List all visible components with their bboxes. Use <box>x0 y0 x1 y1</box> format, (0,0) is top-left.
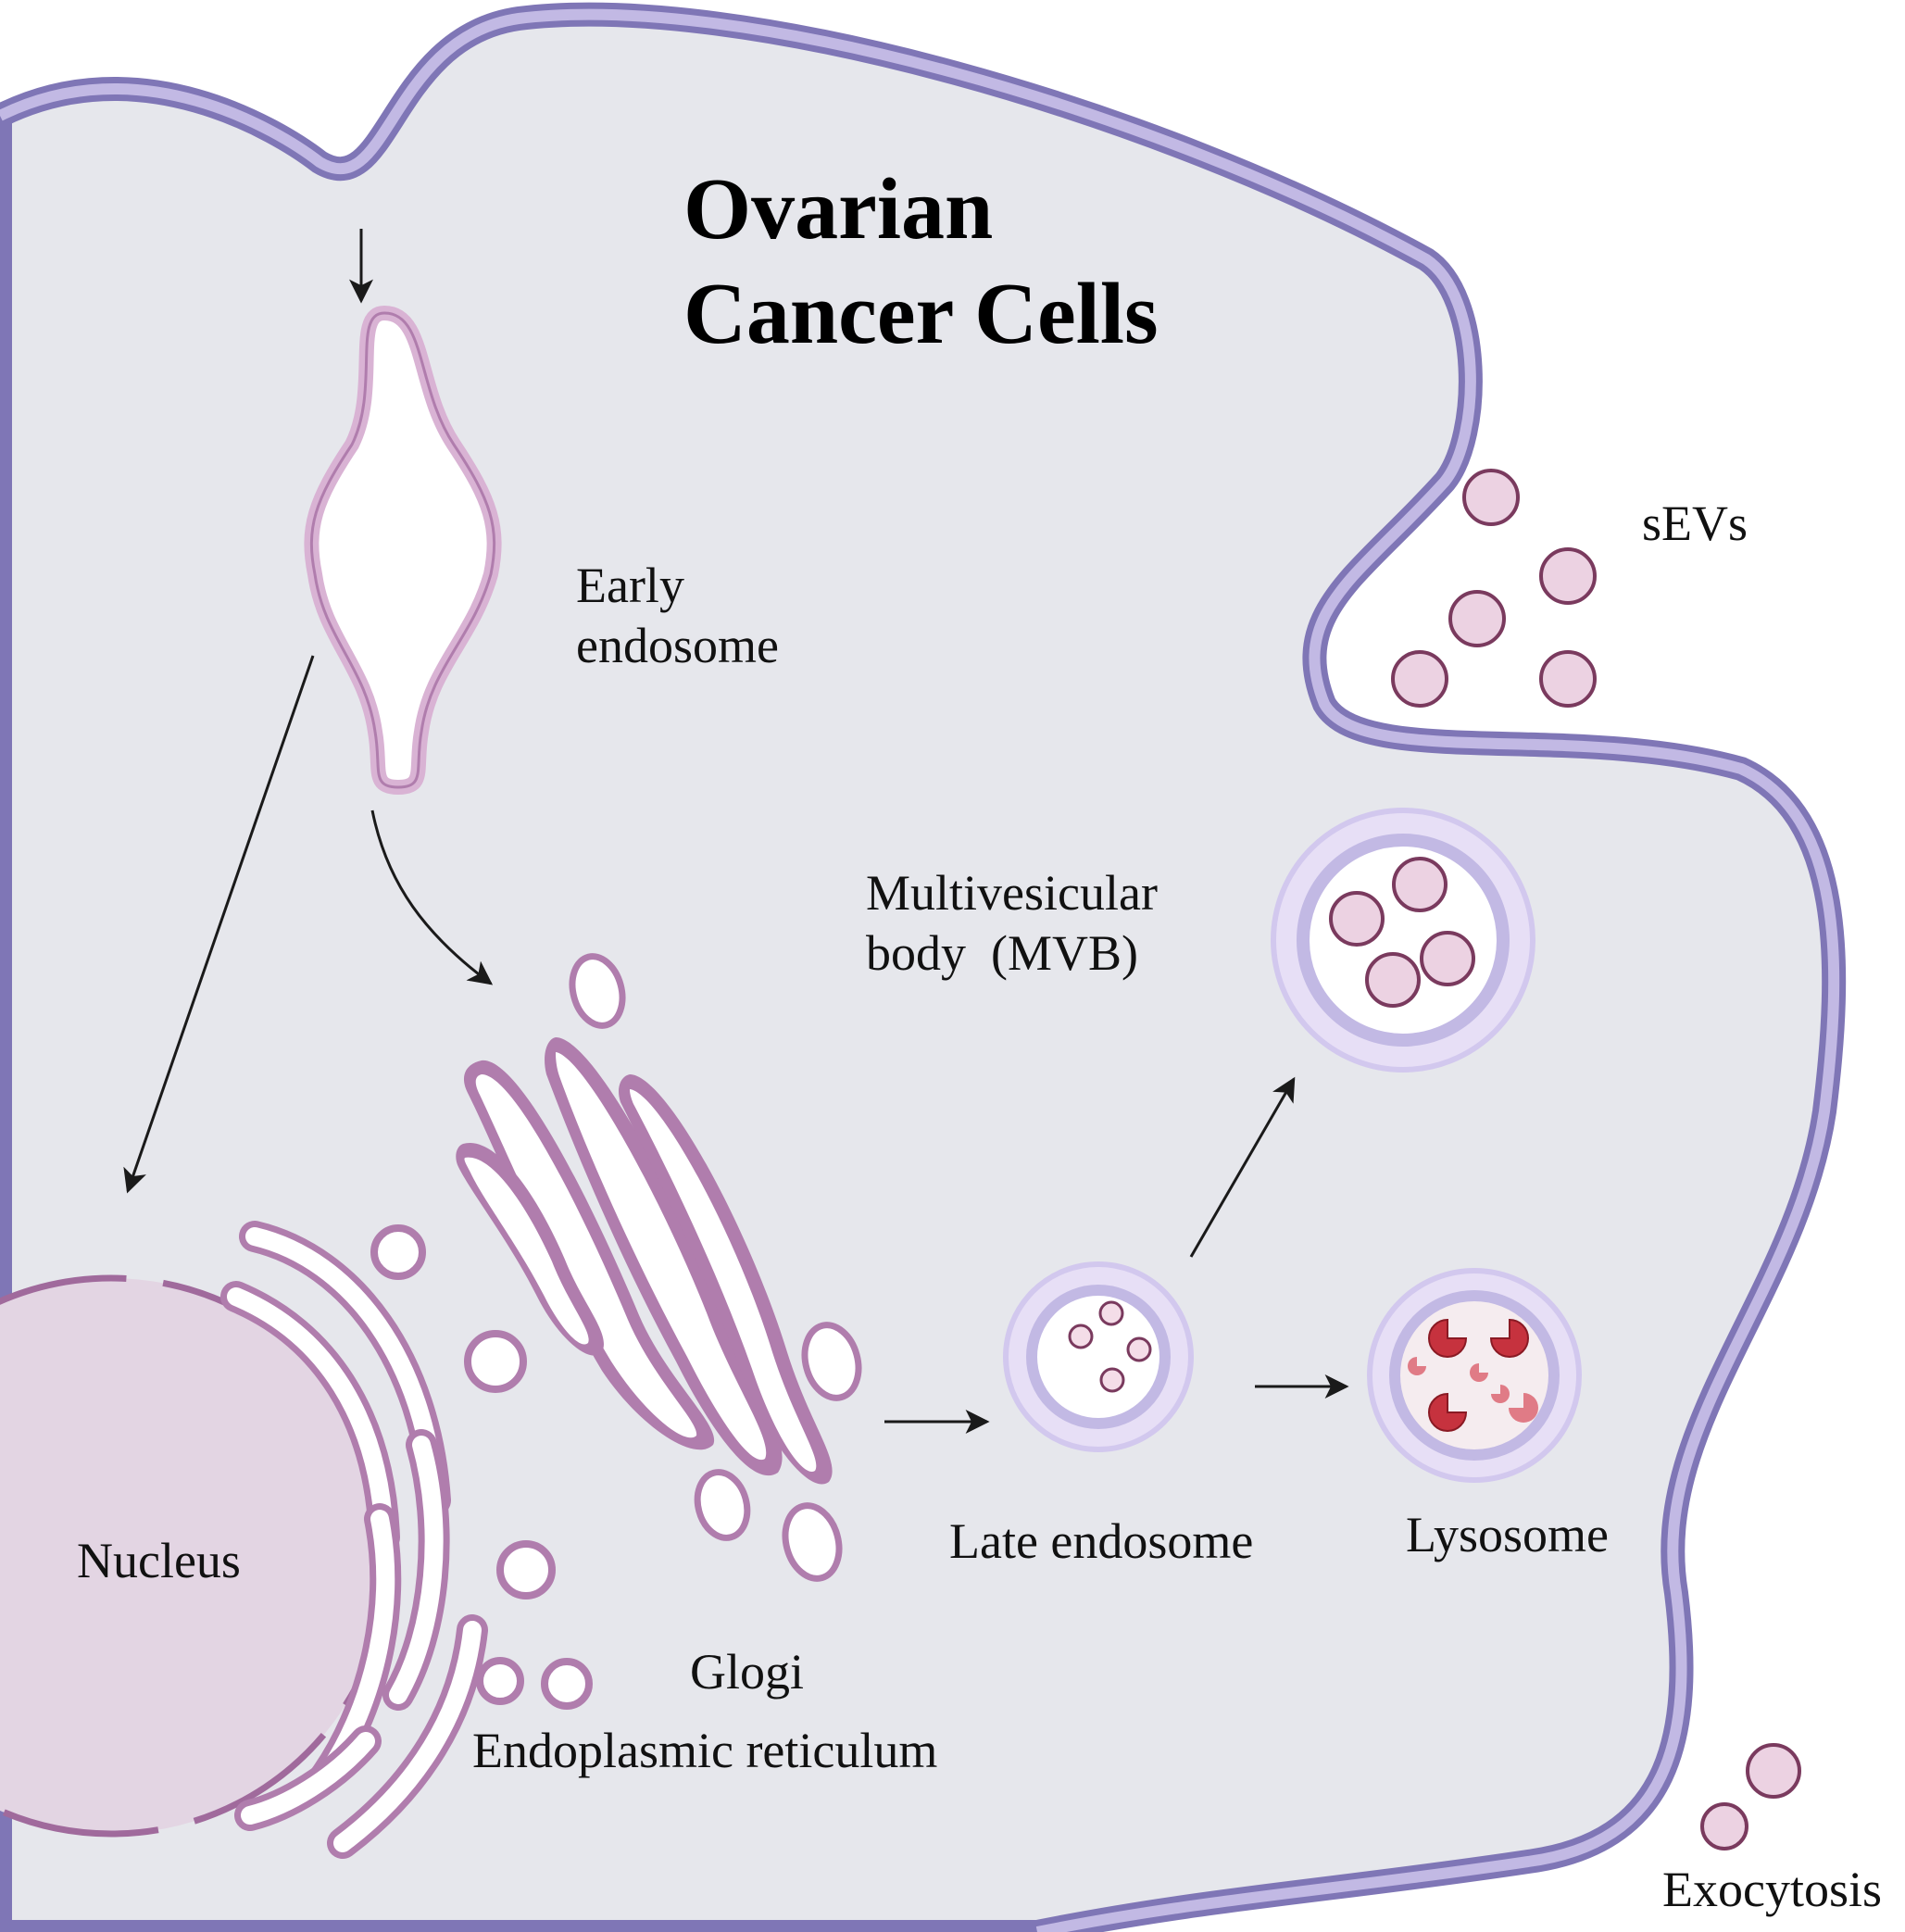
label-golgi: Glogi <box>690 1644 804 1700</box>
label-endoplasmic-reticulum: Endoplasmic reticulum <box>472 1723 937 1778</box>
sev-vesicle <box>1448 590 1506 647</box>
arrow-to-golgi <box>370 809 494 985</box>
label-mvb-2: body (MVB) <box>866 925 1138 981</box>
title-line-2: Cancer Cells <box>683 266 1159 362</box>
arrow-to-nucleus <box>123 655 315 1194</box>
label-mvb-1: Multivesicular <box>866 865 1158 921</box>
lysosome <box>1367 1268 1582 1483</box>
early-endosome <box>304 305 502 796</box>
label-exocytosis: Exocytosis <box>1662 1862 1882 1917</box>
exocytosis-vesicle <box>1746 1743 1801 1799</box>
label-early-endosome-1: Early <box>576 558 684 613</box>
label-early-endosome-2: endosome <box>576 618 779 673</box>
label-sevs: sEVs <box>1642 496 1748 551</box>
exocytosis-vesicles <box>1700 1743 1801 1850</box>
sev-vesicle <box>1539 547 1597 605</box>
sevs-cluster <box>1391 469 1597 708</box>
label-late-endosome: Late endosome <box>949 1513 1253 1569</box>
multivesicular-body <box>1271 808 1535 1073</box>
sev-vesicle <box>1462 469 1520 526</box>
sev-vesicle <box>1391 650 1448 708</box>
label-lysosome: Lysosome <box>1406 1507 1609 1562</box>
label-nucleus: Nucleus <box>77 1533 241 1588</box>
labels: Early endosome sEVs Multivesicular body … <box>77 496 1882 1917</box>
exocytosis-vesicle <box>1700 1802 1748 1850</box>
sev-vesicle <box>1539 650 1597 708</box>
late-endosome <box>1003 1261 1194 1452</box>
arrow-late-endosome-to-mvb <box>1189 1076 1296 1258</box>
arrows <box>123 229 1349 1434</box>
golgi-apparatus <box>456 953 862 1582</box>
title: Ovarian Cancer Cells <box>683 161 1159 362</box>
title-line-1: Ovarian <box>683 161 993 257</box>
endoplasmic-reticulum <box>220 1221 593 1859</box>
